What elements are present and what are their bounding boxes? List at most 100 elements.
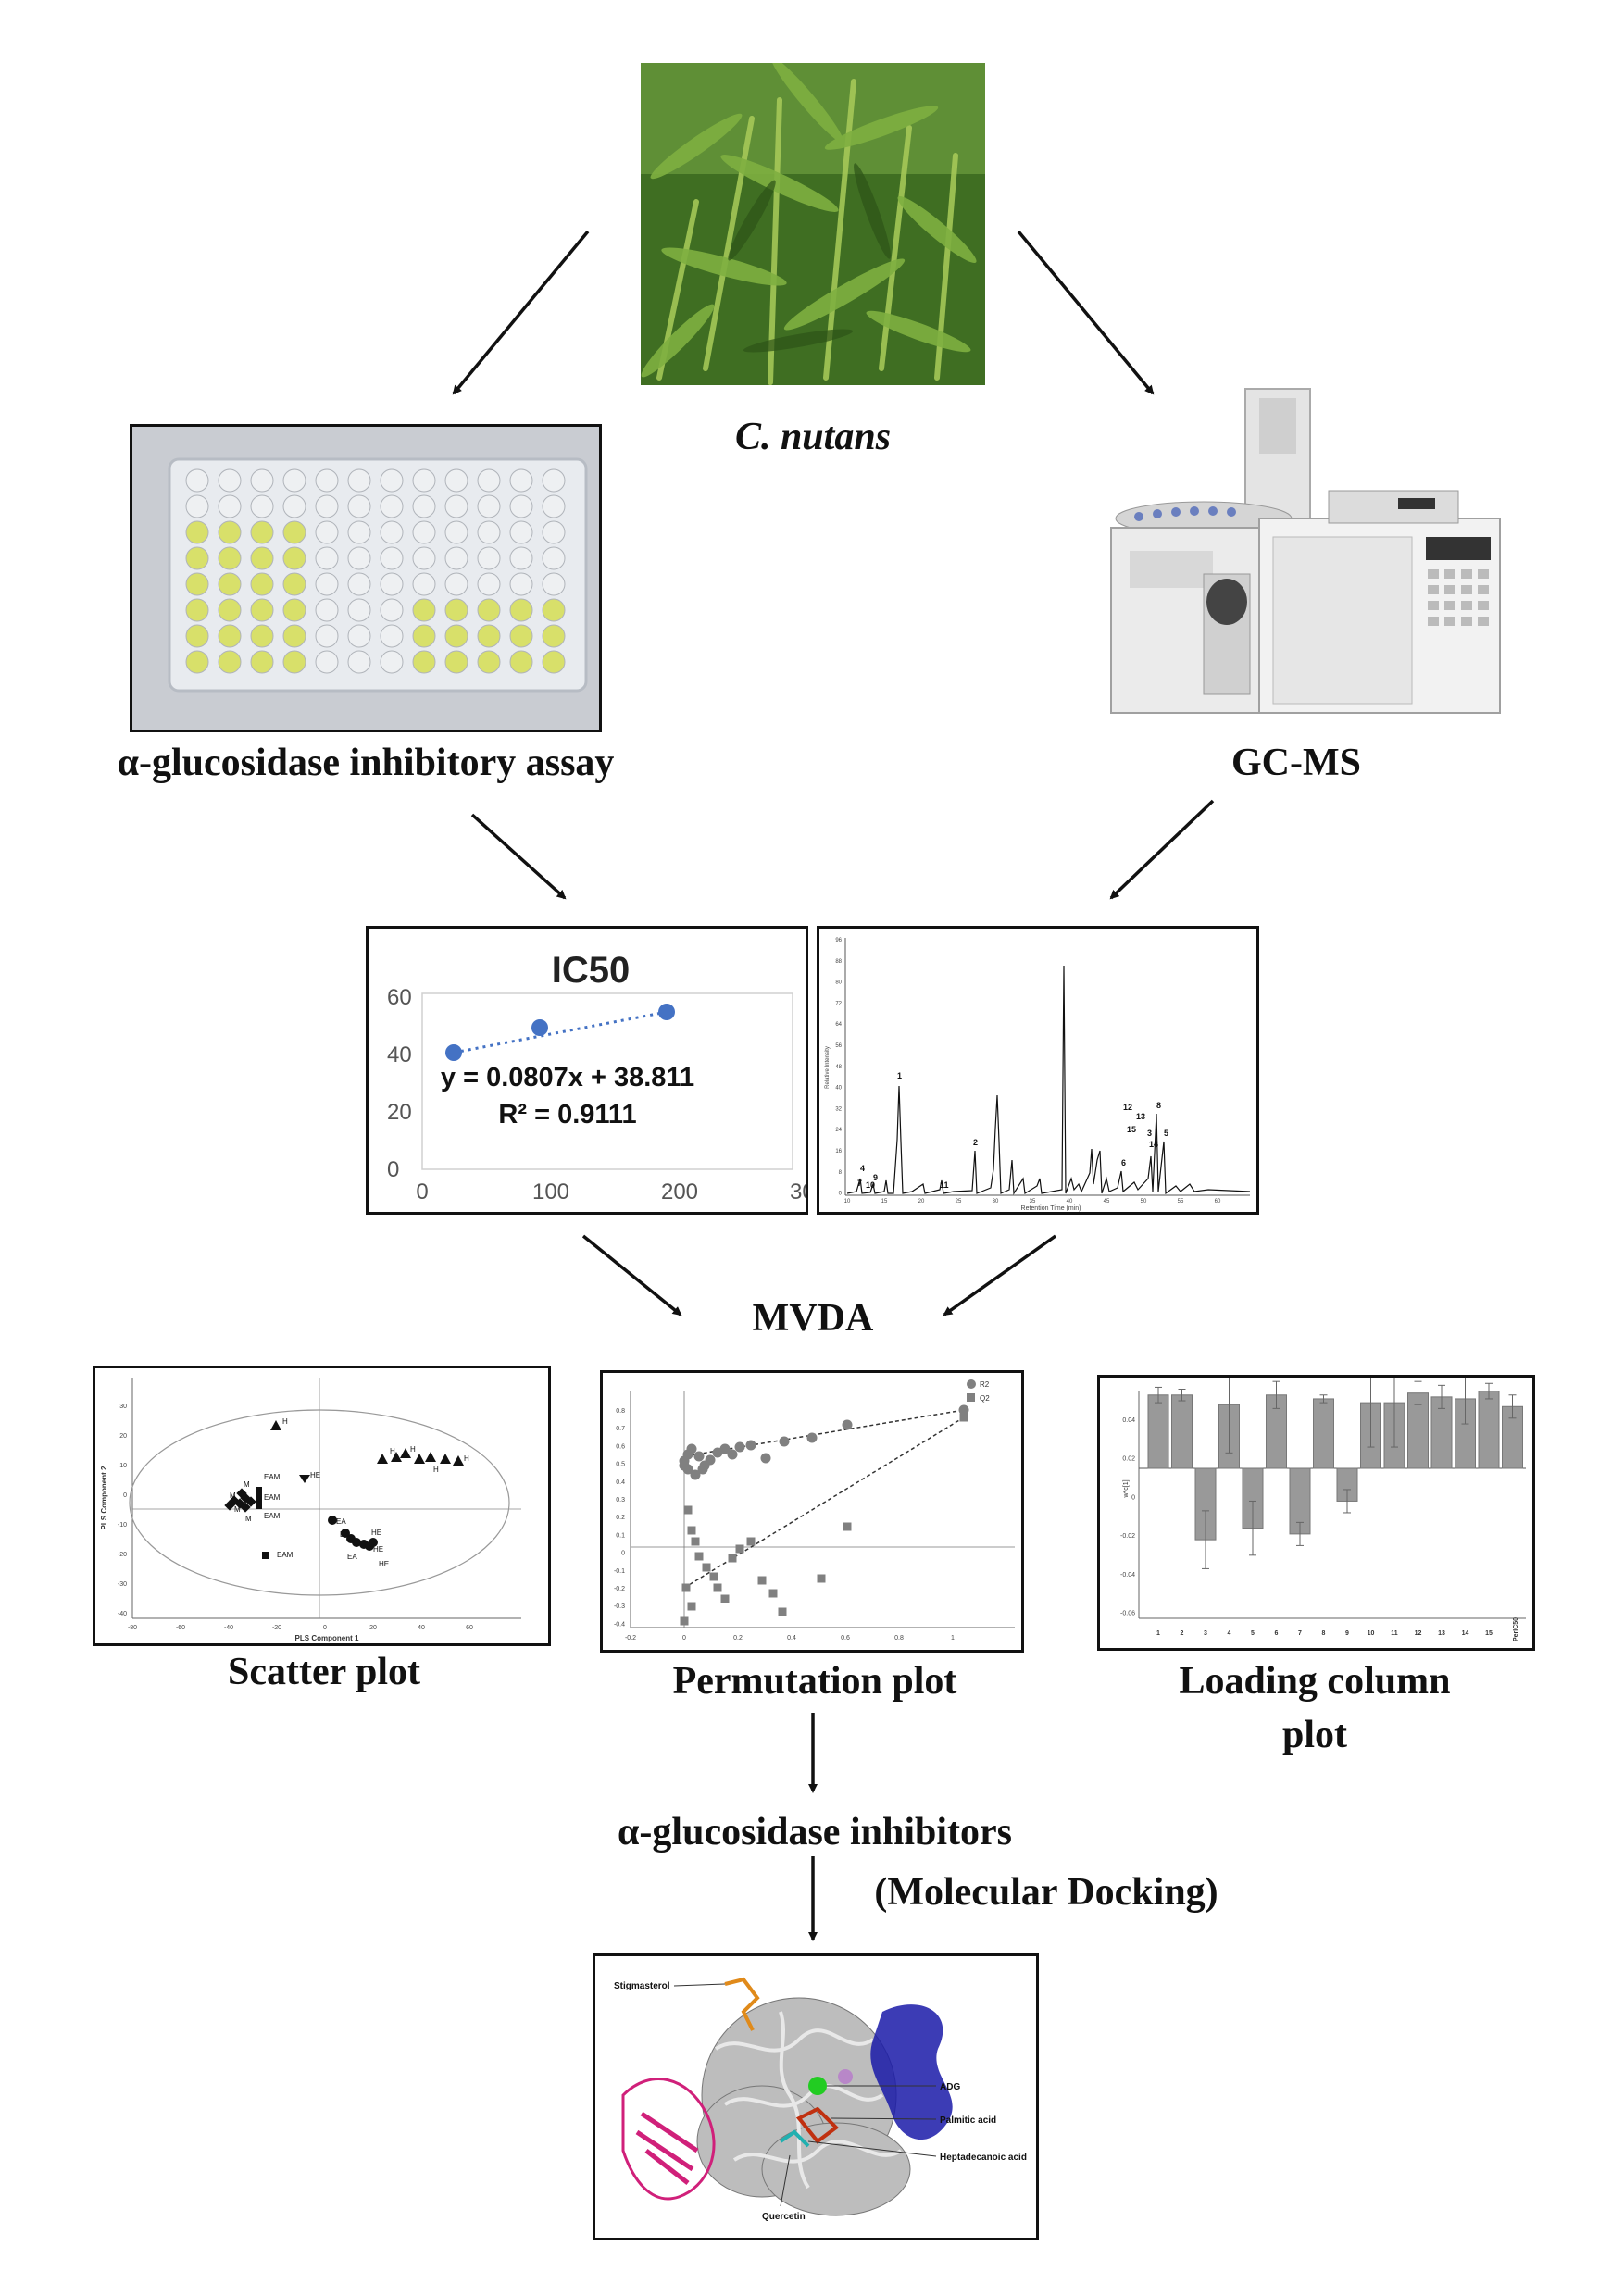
plate-well <box>477 468 501 493</box>
perm-xtick: 0.6 <box>841 1635 850 1641</box>
plate-well <box>250 468 274 493</box>
loading-ytick: -0.02 <box>1120 1533 1135 1540</box>
ic50-r2: R² = 0.9111 <box>498 1100 636 1129</box>
plate-well <box>315 494 339 518</box>
perm-r2-point <box>958 1404 969 1416</box>
perm-q2-point <box>681 1583 691 1592</box>
plate-well <box>315 546 339 570</box>
plate-well <box>542 468 566 493</box>
loading-xtick: 7 <box>1298 1630 1302 1637</box>
chrom-xlabel: Retention Time (min) <box>1021 1205 1081 1212</box>
assay-plate-photo <box>130 424 602 732</box>
plate-well <box>477 598 501 622</box>
scatter-point <box>425 1452 436 1462</box>
chrom-ytick: 8 <box>839 1170 843 1176</box>
plate-well <box>380 520 404 544</box>
plate-well <box>250 598 274 622</box>
docking-label: (Molecular Docking) <box>874 1871 1218 1914</box>
plate-well <box>282 546 306 570</box>
plate-well <box>250 520 274 544</box>
plate-well <box>185 650 209 674</box>
ic50-xtick: 100 <box>532 1179 569 1204</box>
plate-well <box>380 598 404 622</box>
perm-xtick: 0.2 <box>733 1635 743 1641</box>
loading-xtick: 3 <box>1204 1630 1207 1637</box>
chrom-ytick: 32 <box>835 1106 842 1112</box>
plate-well <box>509 572 533 596</box>
chrom-ylabel: Relative Intensity <box>825 1046 831 1089</box>
peak-label: 4 <box>860 1164 865 1173</box>
plate-well <box>542 494 566 518</box>
perm-q2-point <box>757 1576 767 1585</box>
plate-well <box>477 572 501 596</box>
scatter-xtick: -20 <box>272 1625 281 1631</box>
perm-ytick: 0.3 <box>616 1497 625 1504</box>
ic50-xtick: 0 <box>416 1179 428 1204</box>
chrom-ytick: 40 <box>835 1086 842 1092</box>
perm-xtick: -0.2 <box>625 1635 636 1641</box>
loading-xtick: 8 <box>1322 1630 1326 1637</box>
chrom-xtick: 10 <box>844 1199 851 1204</box>
loading-xtick: 15 <box>1485 1630 1493 1637</box>
scatter-point <box>369 1538 378 1547</box>
ic50-ytick: 40 <box>387 1042 412 1067</box>
perm-r2-point <box>727 1449 738 1460</box>
gcms-label: GC-MS <box>1231 742 1361 784</box>
scatter-xtick: -60 <box>176 1625 185 1631</box>
chrom-ytick: 72 <box>835 1001 842 1006</box>
plate-well <box>444 494 468 518</box>
arrow-plant-to-assay <box>452 230 590 395</box>
plate-well <box>185 572 209 596</box>
plate-well <box>509 520 533 544</box>
gcms-instrument-image <box>1083 380 1509 731</box>
ic50-ytick: 60 <box>387 985 412 1010</box>
perm-ytick: -0.1 <box>614 1568 625 1575</box>
scatter-point-label: HE <box>310 1471 320 1479</box>
scatter-point <box>391 1452 402 1462</box>
plate-well <box>444 546 468 570</box>
scatter-point <box>440 1454 451 1464</box>
plate-well <box>542 520 566 544</box>
plate-well <box>282 468 306 493</box>
perm-q2-point <box>694 1552 704 1561</box>
plate-well <box>218 520 242 544</box>
scatter-point <box>328 1516 337 1525</box>
loading-xtick: 5 <box>1251 1630 1255 1637</box>
plate-well <box>509 650 533 674</box>
arrow-plant-to-gcms <box>1017 230 1155 395</box>
scatter-point-label: H <box>464 1454 469 1463</box>
scatter-ytick: -40 <box>118 1611 127 1617</box>
legend-q2: Q2 <box>980 1394 990 1403</box>
arrow-chromatogram-to-mvda <box>943 1234 1057 1316</box>
ic50-xtick: 300 <box>790 1179 806 1204</box>
plate-well <box>542 572 566 596</box>
plate-well <box>412 468 436 493</box>
scatter-xtick: 20 <box>369 1625 377 1631</box>
scatter-ytick: 10 <box>119 1463 127 1469</box>
peak-label: 14 <box>1149 1140 1158 1149</box>
plate-well <box>444 598 468 622</box>
plant-photo <box>641 56 985 385</box>
chrom-ytick: 0 <box>839 1192 843 1197</box>
plate-well <box>218 494 242 518</box>
perm-r2-point <box>697 1464 708 1475</box>
perm-q2-point <box>713 1583 722 1592</box>
loading-xtick: 12 <box>1415 1630 1422 1637</box>
chrom-ytick: 96 <box>835 938 842 943</box>
loading-xtick: 10 <box>1368 1630 1375 1637</box>
plate-well <box>315 598 339 622</box>
legend-r2: R2 <box>980 1380 990 1389</box>
scatter-ytick: 0 <box>123 1492 127 1499</box>
scatter-point-label: EA <box>336 1517 346 1526</box>
scatter-xtick: 60 <box>466 1625 473 1631</box>
scatter-point <box>270 1420 281 1430</box>
peak-label: 2 <box>973 1138 978 1147</box>
scatter-point-label: HE <box>379 1560 389 1568</box>
plate-well <box>218 624 242 648</box>
scatter-point-label: M <box>230 1491 236 1500</box>
plate-well <box>185 598 209 622</box>
chrom-ytick: 48 <box>835 1065 842 1070</box>
plate-well <box>218 650 242 674</box>
